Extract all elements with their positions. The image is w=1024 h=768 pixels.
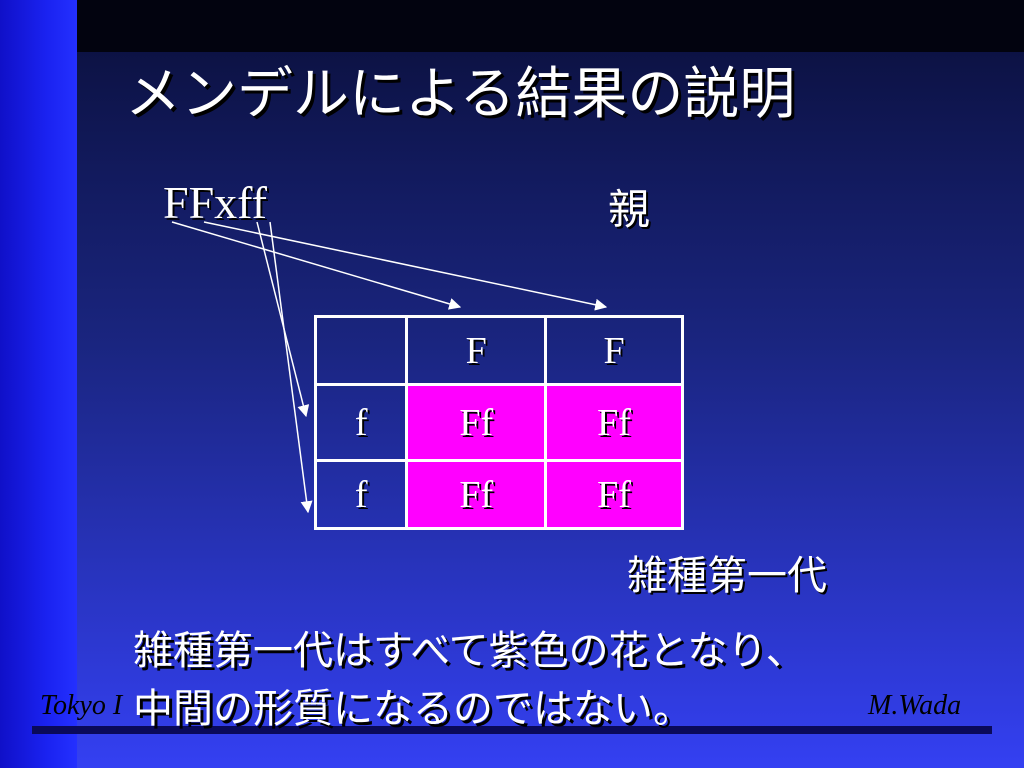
left-accent-bar: [0, 0, 77, 768]
punnett-row: f Ff Ff: [313, 383, 684, 462]
punnett-row-header-cell: f: [313, 459, 409, 530]
punnett-row-header-cell: f: [313, 383, 409, 462]
arrow-F1-to-column1: [171, 221, 462, 310]
conclusion-line-1: 雑種第一代はすべて紫色の花となり、: [133, 628, 806, 674]
conclusion-text: 雑種第一代はすべて紫色の花となり、 中間の形質になるのではない。: [133, 622, 806, 738]
footer-divider: [32, 726, 992, 734]
footer-author: M.Wada: [868, 690, 962, 721]
punnett-genotype-cell: Ff: [544, 459, 684, 530]
arrow-f1-to-row1: [256, 221, 310, 418]
punnett-row: f Ff Ff: [313, 459, 684, 530]
f1-generation-label: 雑種第一代: [627, 553, 827, 599]
punnett-genotype-cell: Ff: [405, 459, 548, 530]
punnett-square: F F f Ff Ff f Ff Ff: [313, 315, 684, 530]
parent-cross-notation: FFxff: [163, 177, 267, 228]
punnett-corner-cell: [313, 315, 409, 386]
parent-label: 親: [608, 185, 651, 234]
punnett-genotype-cell: Ff: [544, 383, 684, 462]
top-dark-band: [77, 0, 1024, 52]
arrow-F2-to-column2: [203, 221, 608, 311]
slide-title: メンデルによる結果の説明: [125, 62, 796, 127]
punnett-header-cell: F: [405, 315, 548, 386]
conclusion-line-2: 中間の形質になるのではない。: [133, 686, 693, 732]
punnett-header-row: F F: [313, 315, 684, 386]
footer-institution: Tokyo I: [40, 690, 123, 721]
punnett-header-cell: F: [544, 315, 684, 386]
punnett-genotype-cell: Ff: [405, 383, 548, 462]
arrow-f2-to-row2: [269, 221, 313, 514]
